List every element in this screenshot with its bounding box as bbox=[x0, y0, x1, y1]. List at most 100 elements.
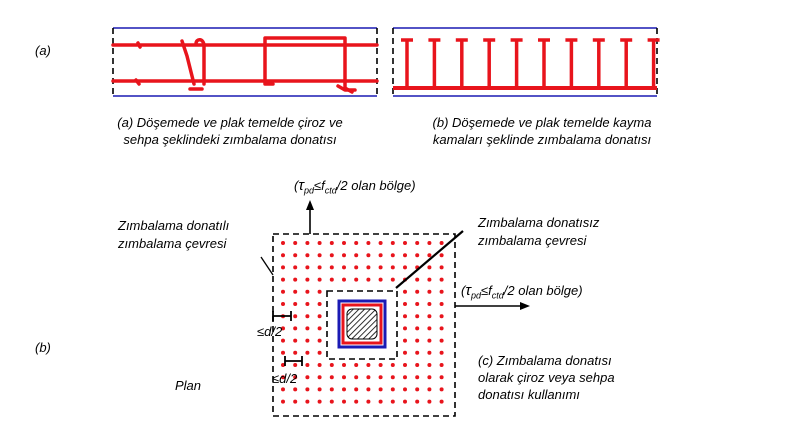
reinforcement-dot bbox=[439, 326, 444, 331]
reinforcement-dot bbox=[281, 289, 285, 294]
reinforcement-dot bbox=[305, 387, 310, 392]
reinforcement-grid bbox=[281, 241, 444, 404]
reinforcement-dot bbox=[317, 241, 322, 245]
reinforcement-dot bbox=[293, 265, 298, 270]
reinforcement-dot bbox=[403, 241, 407, 245]
spacing-dimension-1 bbox=[272, 311, 292, 321]
reinforcement-dot bbox=[403, 399, 407, 404]
reinforcement-dot bbox=[281, 375, 285, 380]
reinforcement-dot bbox=[439, 387, 444, 392]
reinforcement-dot bbox=[427, 326, 432, 331]
reinforcement-dot bbox=[317, 326, 322, 331]
reinforcement-dot bbox=[317, 338, 322, 343]
reinforcement-dot bbox=[439, 350, 444, 355]
reinforcement-dot bbox=[378, 241, 383, 245]
reinforcement-dot bbox=[317, 253, 322, 258]
reinforcement-dot bbox=[293, 253, 298, 258]
reinforcement-dot bbox=[427, 387, 432, 392]
reinforcement-dot bbox=[415, 289, 420, 294]
stirrup-1 bbox=[194, 38, 206, 86]
reinforcement-dot bbox=[366, 277, 371, 282]
spacing-dimension-2 bbox=[284, 356, 303, 366]
reinforcement-dot bbox=[403, 289, 407, 294]
plan-view bbox=[260, 200, 530, 417]
reinforcement-dot bbox=[281, 338, 285, 343]
reinforcement-dot bbox=[305, 363, 310, 367]
reinforcement-dot bbox=[403, 350, 407, 355]
reinforcement-dot bbox=[354, 399, 359, 404]
reinforcement-dot bbox=[293, 289, 298, 294]
reinforcement-dot bbox=[329, 265, 334, 270]
reinforcement-dot bbox=[366, 399, 371, 404]
column-rebar-hoop bbox=[341, 303, 383, 345]
reinforcement-dot bbox=[390, 277, 395, 282]
reinforcement-dot bbox=[439, 241, 444, 245]
hook-bar bbox=[180, 39, 196, 86]
part-b-label: (b) bbox=[35, 340, 51, 355]
reinforcement-dot bbox=[403, 338, 407, 343]
reinforcement-dot bbox=[390, 399, 395, 404]
reinforcement-dot bbox=[317, 289, 322, 294]
reinforcement-dot bbox=[415, 387, 420, 392]
reinforcement-dot bbox=[439, 363, 444, 367]
reinforcement-dot bbox=[317, 375, 322, 380]
caption-a-line: sehpa şeklindeki zımbalama donatısı bbox=[123, 132, 337, 147]
reinforcement-dot bbox=[293, 363, 298, 367]
reinforcement-dot bbox=[317, 387, 322, 392]
reinforcement-dot bbox=[415, 363, 420, 367]
reinforcement-dot bbox=[354, 241, 359, 245]
reinforcement-dot bbox=[403, 253, 407, 258]
perimeter-with-label: Zımbalama donatılı zımbalama çevresi bbox=[118, 218, 230, 251]
zone-label-top: (τpd≤fctd/2 olan bölge) bbox=[294, 177, 416, 196]
reinforcement-dot bbox=[329, 253, 334, 258]
caption-a: (a) Döşemede ve plak temelde çiroz ve se… bbox=[85, 114, 375, 148]
reinforcement-dot bbox=[366, 387, 371, 392]
reinforcement-dot bbox=[366, 253, 371, 258]
reinforcement-dot bbox=[305, 399, 310, 404]
reinforcement-dot bbox=[329, 375, 334, 380]
reinforcement-dot bbox=[281, 253, 285, 258]
perimeter-without-label: Zımbalama donatısız zımbalama çevresi bbox=[478, 215, 600, 248]
reinforcement-dot bbox=[342, 241, 346, 245]
zone-label-right: (τpd≤fctd/2 olan bölge) bbox=[461, 282, 583, 301]
reinforcement-dot bbox=[415, 241, 420, 245]
reinforcement-dot bbox=[403, 326, 407, 331]
reinforcement-dot bbox=[366, 375, 371, 380]
reinforcement-dot bbox=[305, 265, 310, 270]
reinforcement-dot bbox=[439, 277, 444, 282]
reinforcement-dot bbox=[329, 241, 334, 245]
reinforcement-dot bbox=[305, 314, 310, 319]
reinforcement-dot bbox=[293, 241, 298, 245]
reinforcement-dot bbox=[378, 399, 383, 404]
reinforcement-dot bbox=[354, 253, 359, 258]
reinforcement-dot bbox=[281, 326, 285, 331]
reinforcement-dot bbox=[439, 302, 444, 306]
reinforcement-dot bbox=[403, 375, 407, 380]
reinforcement-dot bbox=[439, 338, 444, 343]
reinforcement-dot bbox=[366, 265, 371, 270]
reinforcement-dot bbox=[305, 350, 310, 355]
reinforcement-dot bbox=[390, 363, 395, 367]
reinforcement-dot bbox=[415, 253, 420, 258]
reinforcement-dot bbox=[354, 363, 359, 367]
caption-c: (c) Zımbalama donatısı olarak çiroz veya… bbox=[478, 352, 678, 403]
reinforcement-dot bbox=[439, 265, 444, 270]
reinforcement-dot bbox=[390, 253, 395, 258]
reinforcement-dot bbox=[281, 302, 285, 306]
reinforcement-dot bbox=[293, 387, 298, 392]
reinforcement-dot bbox=[439, 375, 444, 380]
part-a-label: (a) bbox=[35, 43, 51, 58]
reinforcement-dot bbox=[427, 241, 432, 245]
reinforcement-dot bbox=[317, 302, 322, 306]
reinforcement-dot bbox=[329, 277, 334, 282]
reinforcement-dot bbox=[415, 399, 420, 404]
caption-c-line: olarak çiroz veya sehpa bbox=[478, 370, 615, 385]
reinforcement-dot bbox=[317, 314, 322, 319]
reinforcement-dot bbox=[342, 277, 346, 282]
reinforcement-dot bbox=[378, 265, 383, 270]
rebar-dot bbox=[134, 78, 141, 86]
reinforcement-dot bbox=[317, 363, 322, 367]
reinforcement-dot bbox=[415, 302, 420, 306]
reinforcement-dot bbox=[305, 326, 310, 331]
